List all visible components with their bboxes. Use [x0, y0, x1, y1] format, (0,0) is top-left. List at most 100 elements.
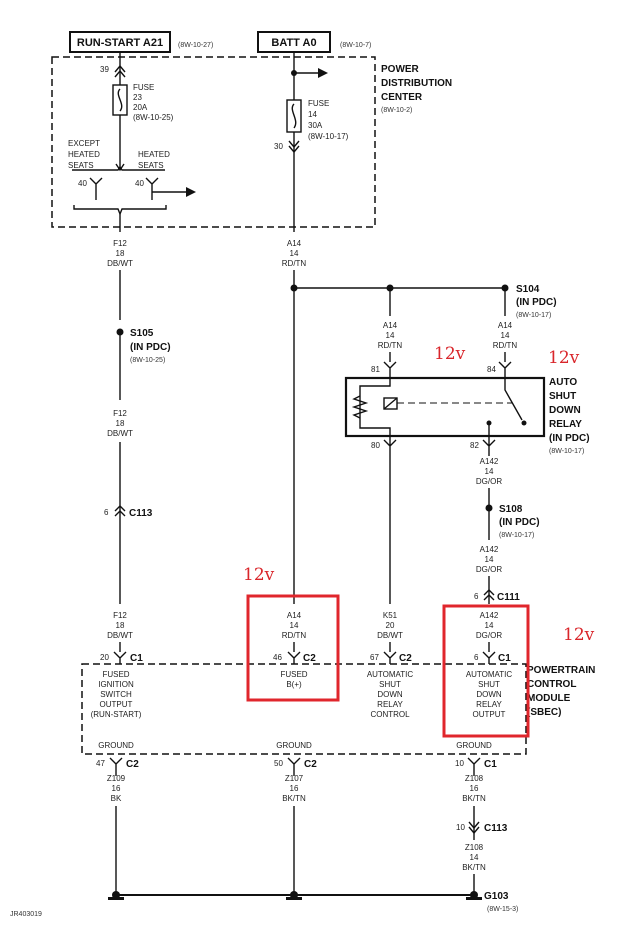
- s108-splice: [485, 504, 493, 512]
- f12-low-3: DB/WT: [107, 631, 133, 640]
- c2a-label: C2: [303, 653, 316, 664]
- fuse14-l1: FUSE: [308, 99, 329, 108]
- fused-ign-1: FUSED: [102, 670, 129, 679]
- asd-out-3: DOWN: [476, 690, 502, 699]
- asd-relay-box: [344, 376, 546, 438]
- pcm-title-4: (SBEC): [527, 707, 561, 718]
- batt-arrow-icon: [318, 68, 328, 78]
- c1b-label: C1: [498, 653, 511, 664]
- k51-1: K51: [383, 611, 398, 620]
- asd-ctrl-3: DOWN: [377, 690, 403, 699]
- z107-2: 16: [290, 784, 299, 793]
- c111-pin: 6: [474, 592, 479, 601]
- ground-2: GROUND: [276, 741, 312, 750]
- z108b-3: BK/TN: [462, 863, 486, 872]
- s104-l3: (8W-10-17): [516, 312, 551, 319]
- k51-2: 20: [386, 621, 395, 630]
- asd-out-1: AUTOMATIC: [466, 670, 513, 679]
- c113b-pin: 10: [456, 823, 465, 832]
- heated-l1: HEATED: [138, 150, 170, 159]
- fuse23-l4: (8W-10-25): [133, 113, 174, 122]
- s105-l3: (8W-10-25): [130, 357, 165, 364]
- g-c2a-pin: 47: [96, 759, 105, 768]
- a142-b-3: DG/OR: [476, 565, 502, 574]
- batt-ref: (8W-10-7): [340, 42, 371, 49]
- a142-pcm-2: 14: [485, 621, 494, 630]
- asd-out-5: OUTPUT: [473, 710, 506, 719]
- a142-b-1: A142: [480, 545, 499, 554]
- heated-l2: SEATS: [138, 161, 164, 170]
- g-c2a-label: C2: [126, 759, 139, 770]
- z108b-1: Z108: [465, 843, 484, 852]
- fused-b-2: B(+): [286, 680, 302, 689]
- g-c1-label: C1: [484, 759, 497, 770]
- c113a-label: C113: [129, 508, 153, 519]
- c1a-pin: 20: [100, 653, 109, 662]
- asd-out-4: RELAY: [476, 700, 502, 709]
- fuse23-l2: 23: [133, 93, 142, 102]
- s104-l1: S104: [516, 284, 540, 295]
- k51-3: DB/WT: [377, 631, 403, 640]
- annotation-12v-1: 12v: [243, 565, 275, 585]
- annotation-12v-4: 12v: [563, 625, 595, 645]
- f12-mid-3: DB/WT: [107, 429, 133, 438]
- c2a-pin: 46: [273, 653, 282, 662]
- ground-1: GROUND: [98, 741, 134, 750]
- z107-1: Z107: [285, 774, 304, 783]
- a142-pcm-1: A142: [480, 611, 499, 620]
- a14-r1-1: A14: [383, 321, 398, 330]
- pdc-title-1: POWER: [381, 64, 420, 75]
- run-start-ref: (8W-10-27): [178, 42, 213, 49]
- arrow-right-icon: [186, 187, 196, 197]
- relay-title-5: (IN PDC): [549, 433, 590, 444]
- c2b-pin: 67: [370, 653, 379, 662]
- relay-title-2: SHUT: [549, 391, 576, 402]
- f12-mid-1: F12: [113, 409, 127, 418]
- c2b-label: C2: [399, 653, 412, 664]
- relay-pin-80: 80: [371, 441, 380, 450]
- fused-ign-3: SWITCH: [100, 690, 132, 699]
- g-c2b-pin: 50: [274, 759, 283, 768]
- pcm-title-1: POWERTRAIN: [527, 665, 595, 676]
- g-c1-pin: 10: [455, 759, 464, 768]
- c1a-label: C1: [130, 653, 143, 664]
- pin-30: 30: [274, 142, 283, 151]
- s105-l1: S105: [130, 328, 154, 339]
- fuse23-l1: FUSE: [133, 83, 154, 92]
- pdc-title-2: DISTRIBUTION: [381, 78, 452, 89]
- g103-ref: (8W-15-3): [487, 906, 518, 913]
- relay-ref: (8W-10-17): [549, 448, 584, 455]
- fuse23-l3: 20A: [133, 103, 148, 112]
- z108a-3: BK/TN: [462, 794, 486, 803]
- s108-l1: S108: [499, 504, 523, 515]
- a14-pcm-1: A14: [287, 611, 302, 620]
- a14-pcm-2: 14: [290, 621, 299, 630]
- except-l1: EXCEPT: [68, 139, 100, 148]
- pdc-title-3: CENTER: [381, 92, 423, 103]
- a14-top-2: 14: [290, 249, 299, 258]
- z109-2: 16: [112, 784, 121, 793]
- asd-ctrl-1: AUTOMATIC: [367, 670, 414, 679]
- g103-label: G103: [484, 891, 509, 902]
- a14-top-3: RD/TN: [282, 259, 307, 268]
- relay-pin-84: 84: [487, 365, 496, 374]
- a14-r2-3: RD/TN: [493, 341, 518, 350]
- s108-l2: (IN PDC): [499, 517, 540, 528]
- pcm-title-2: CONTROL: [527, 679, 576, 690]
- relay-title-3: DOWN: [549, 405, 581, 416]
- z107-3: BK/TN: [282, 794, 306, 803]
- f12-low-2: 18: [116, 621, 125, 630]
- a142-a-1: A142: [480, 457, 499, 466]
- except-l2: HEATED: [68, 150, 100, 159]
- a142-a-3: DG/OR: [476, 477, 502, 486]
- except-l3: SEATS: [68, 161, 94, 170]
- pcm-title-3: MODULE: [527, 693, 571, 704]
- pin-40b: 40: [135, 179, 144, 188]
- fused-ign-4: OUTPUT: [100, 700, 133, 709]
- c113b-label: C113: [484, 823, 508, 834]
- run-start-label: RUN-START A21: [77, 37, 163, 49]
- batt-label: BATT A0: [271, 37, 316, 49]
- f12-low-1: F12: [113, 611, 127, 620]
- highlight-asd-output: [442, 604, 530, 738]
- f12-top-3: DB/WT: [107, 259, 133, 268]
